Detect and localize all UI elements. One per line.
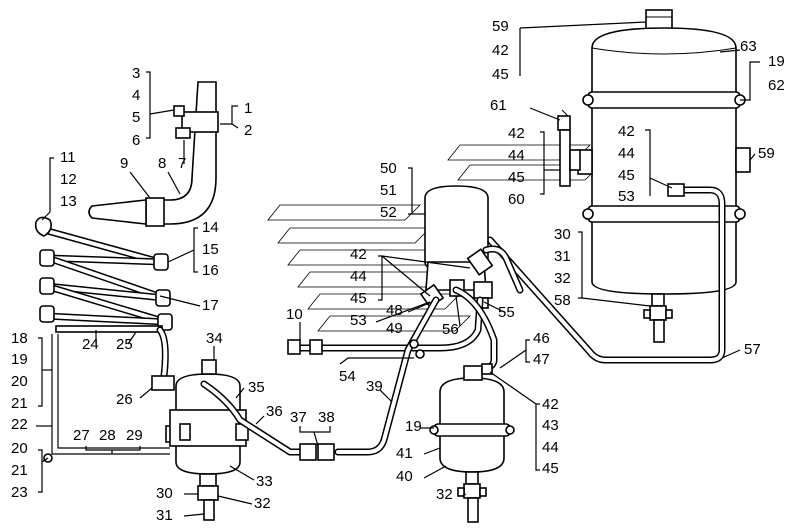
part-label: 29 — [126, 427, 143, 444]
part-label: 19 — [11, 351, 28, 368]
part-label: 1 — [244, 100, 252, 117]
part-label: 37 — [290, 409, 307, 426]
part-label: 42 — [542, 396, 559, 413]
part-label: 42 — [350, 246, 367, 263]
part-label: 40 — [396, 468, 413, 485]
part-label: 32 — [554, 270, 571, 287]
part-label: 19 — [405, 418, 422, 435]
part-label: 32 — [436, 486, 453, 503]
part-label: 61 — [490, 97, 507, 114]
part-label: 52 — [380, 204, 397, 221]
part-label: 43 — [542, 417, 559, 434]
part-label: 41 — [396, 445, 413, 462]
part-label: 42 — [508, 125, 525, 142]
part-label: 12 — [60, 171, 77, 188]
small-air-tank — [429, 363, 515, 523]
part-label: 30 — [156, 485, 173, 502]
middle-canister — [419, 185, 494, 309]
part-label: 49 — [386, 320, 403, 337]
part-label: 45 — [618, 167, 635, 184]
part-label: 24 — [82, 336, 99, 353]
part-label: 4 — [132, 87, 140, 104]
leader-lines — [36, 21, 760, 517]
part-label: 30 — [554, 226, 571, 243]
part-label: 23 — [11, 484, 28, 501]
part-label: 15 — [202, 241, 219, 258]
part-label: 26 — [116, 391, 133, 408]
part-label: 20 — [11, 440, 28, 457]
part-label: 42 — [492, 42, 509, 59]
intake-bend-pipe — [88, 81, 219, 227]
part-label: 57 — [744, 341, 761, 358]
part-label: 34 — [206, 330, 223, 347]
part-label: 33 — [256, 473, 273, 490]
part-label: 60 — [508, 191, 525, 208]
part-label: 10 — [286, 306, 303, 323]
middle-pipes — [287, 245, 524, 456]
part-label: 14 — [202, 219, 219, 236]
part-label: 13 — [60, 193, 77, 210]
part-label: 56 — [442, 321, 459, 338]
part-label: 44 — [508, 147, 525, 164]
part-label: 2 — [244, 122, 252, 139]
part-label: 62 — [768, 77, 785, 94]
pipe-57 — [486, 183, 726, 364]
large-air-tank — [577, 9, 751, 343]
part-label: 20 — [11, 373, 28, 390]
part-label: 17 — [202, 297, 219, 314]
part-label: 53 — [618, 188, 635, 205]
part-number-labels: 5942456319626142444560424445535930313258… — [11, 18, 785, 524]
part-label: 22 — [11, 416, 28, 433]
part-label: 38 — [318, 409, 335, 426]
part-label: 32 — [254, 495, 271, 512]
part-label: 45 — [542, 460, 559, 477]
part-label: 39 — [366, 378, 383, 395]
part-label: 8 — [158, 155, 166, 172]
part-label: 36 — [266, 403, 283, 420]
part-label: 63 — [740, 38, 757, 55]
part-label: 11 — [60, 149, 76, 166]
part-label: 58 — [554, 292, 571, 309]
part-label: 7 — [178, 155, 186, 172]
part-label: 19 — [768, 53, 785, 70]
part-label: 31 — [156, 507, 173, 524]
part-label: 28 — [99, 427, 116, 444]
part-label: 44 — [542, 439, 559, 456]
part-label: 59 — [758, 145, 775, 162]
part-label: 45 — [350, 290, 367, 307]
part-label: 9 — [120, 155, 128, 172]
part-label: 44 — [350, 268, 367, 285]
part-label: 50 — [380, 160, 397, 177]
part-label: 21 — [11, 395, 28, 412]
part-label: 53 — [350, 312, 367, 329]
part-label: 27 — [73, 427, 90, 444]
check-valve — [557, 109, 581, 187]
cooling-coil — [34, 216, 175, 391]
oil-separator — [169, 359, 335, 521]
part-label: 6 — [132, 132, 140, 149]
part-label: 31 — [554, 248, 571, 265]
part-label: 48 — [386, 302, 403, 319]
part-label: 44 — [618, 145, 635, 162]
part-label: 21 — [11, 462, 28, 479]
part-label: 51 — [380, 182, 397, 199]
part-label: 42 — [618, 123, 635, 140]
part-label: 3 — [132, 65, 140, 82]
part-label: 18 — [11, 330, 28, 347]
part-label: 45 — [492, 66, 509, 83]
part-label: 25 — [116, 336, 133, 353]
part-label: 46 — [533, 330, 550, 347]
part-label: 16 — [202, 262, 219, 279]
part-label: 59 — [492, 18, 509, 35]
part-label: 54 — [339, 368, 356, 385]
part-label: 55 — [498, 304, 515, 321]
part-label: 45 — [508, 169, 525, 186]
part-label: 47 — [533, 351, 550, 368]
part-label: 5 — [132, 109, 140, 126]
part-label: 35 — [248, 379, 265, 396]
